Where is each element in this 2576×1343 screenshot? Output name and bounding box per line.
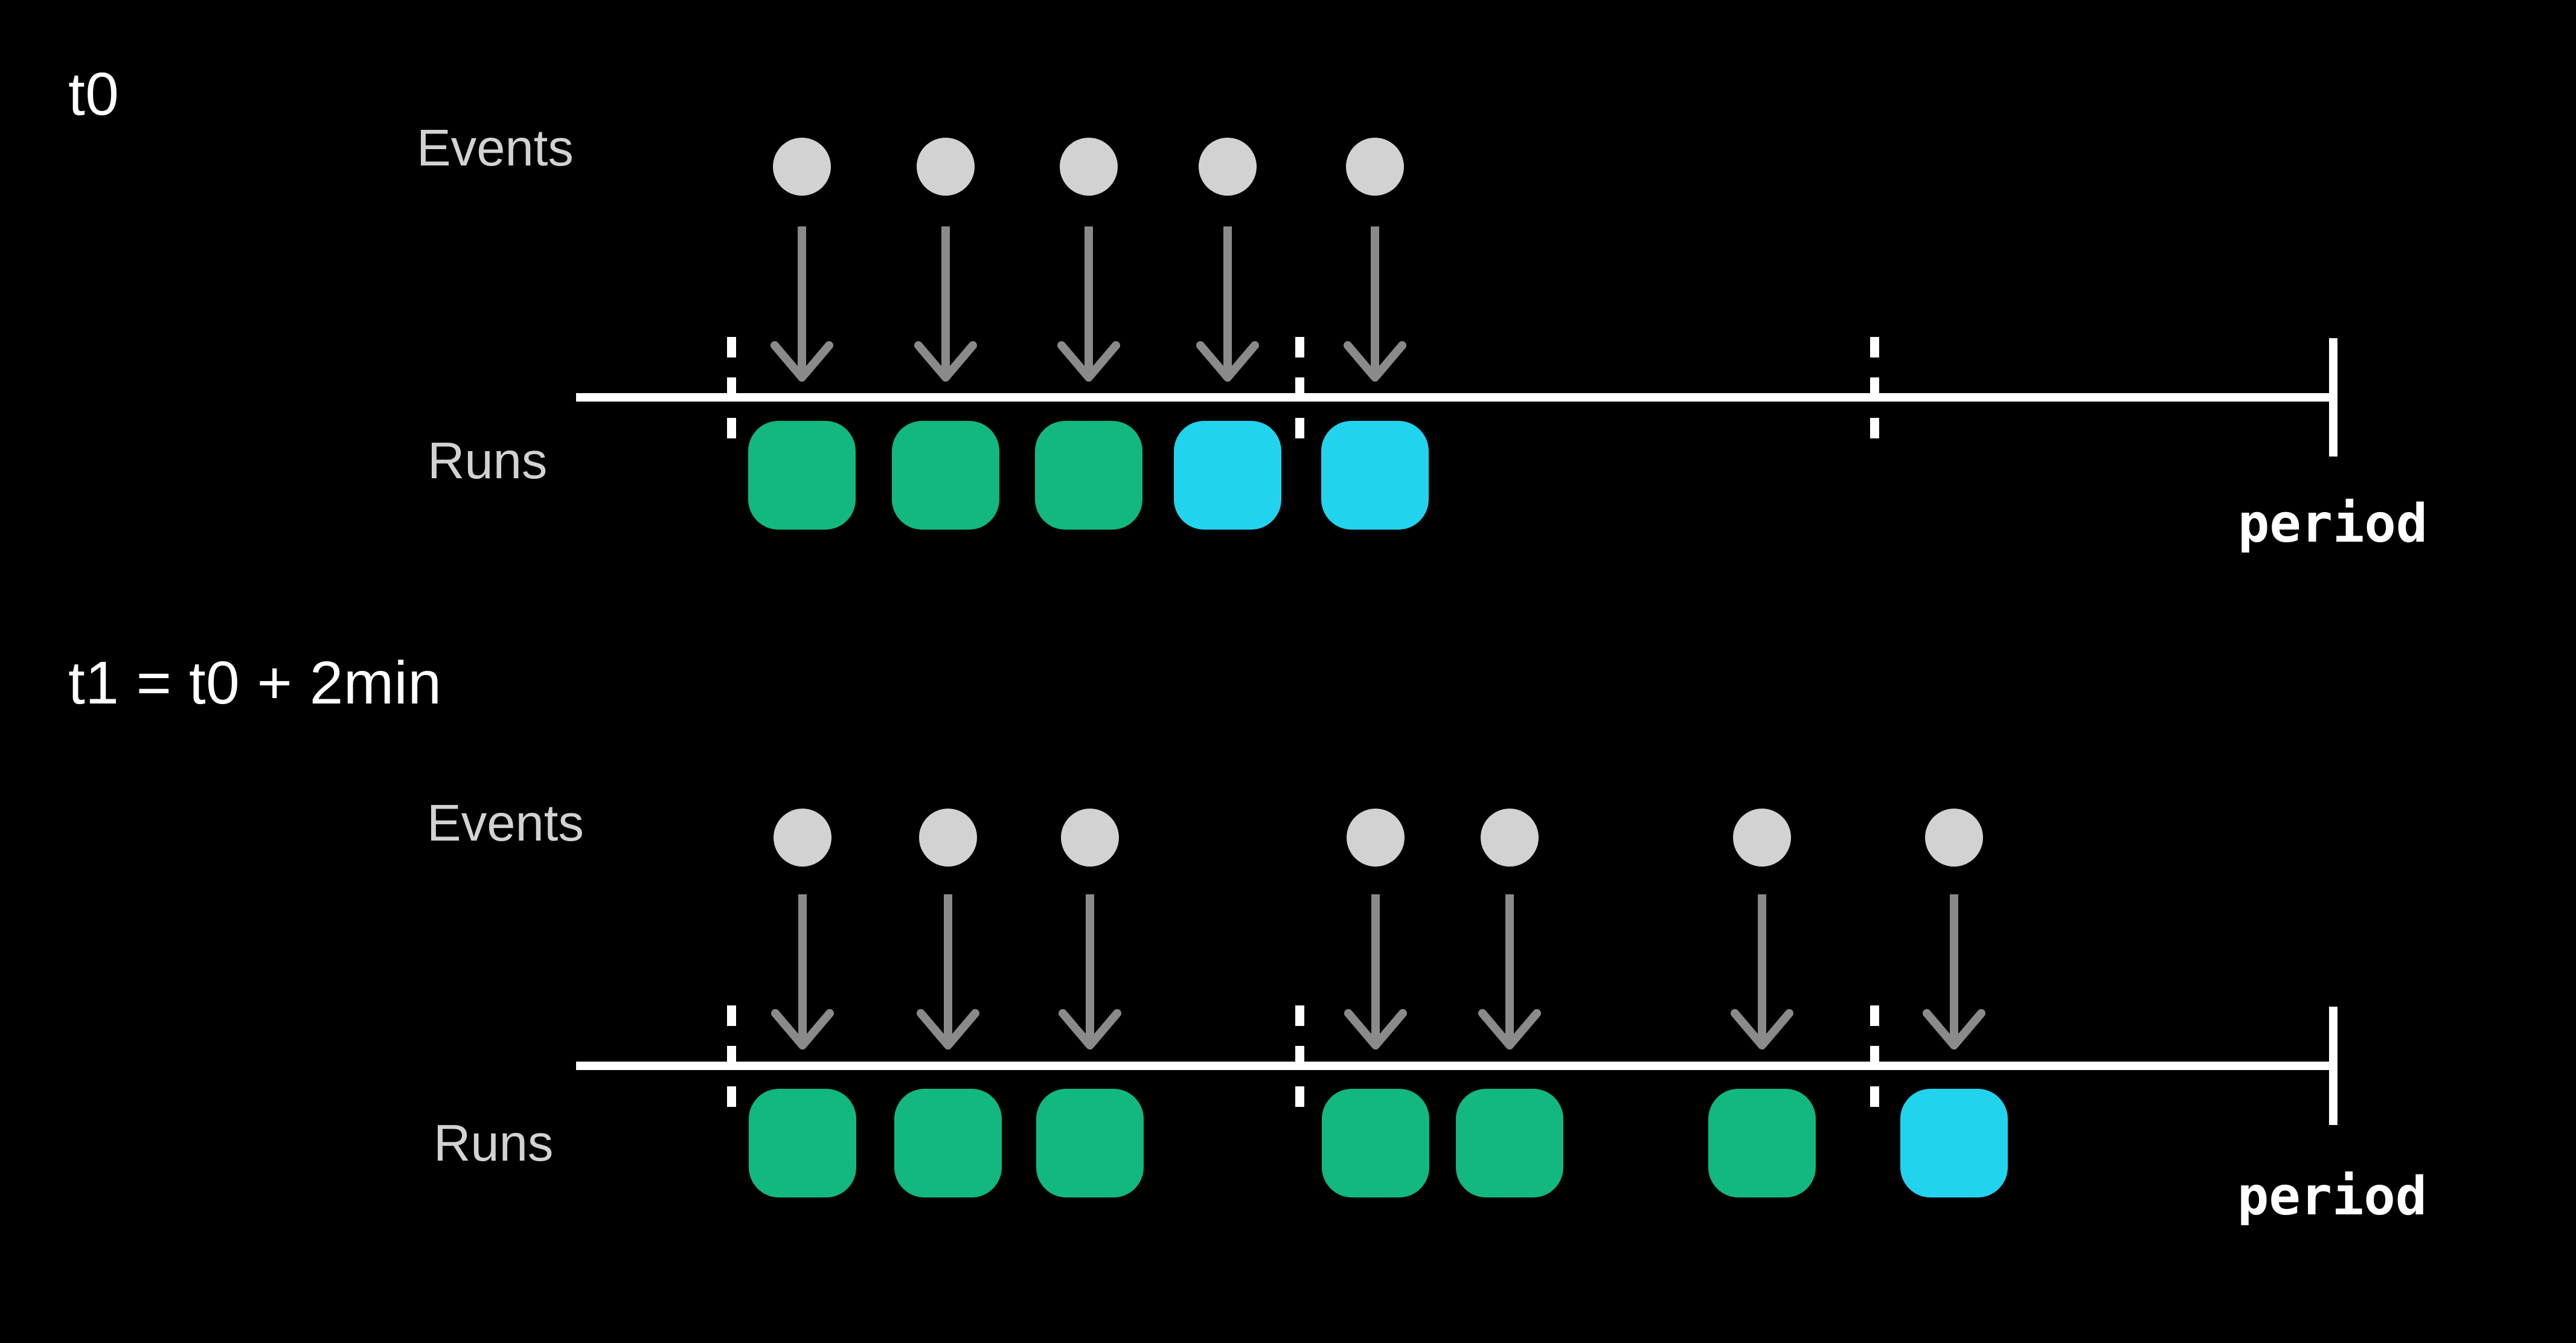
run-box-green xyxy=(1456,1089,1563,1197)
timeline-axis xyxy=(576,1062,2337,1070)
runs-row-label: Runs xyxy=(434,1115,554,1172)
arrow-down-icon xyxy=(1344,894,1408,1050)
period-label: period xyxy=(2238,493,2428,554)
period-tick-dashed xyxy=(1870,1005,1879,1126)
period-label: period xyxy=(2237,1165,2427,1227)
timeline-axis xyxy=(576,393,2337,402)
period-tick-dashed xyxy=(1870,337,1879,458)
arrow-down-icon xyxy=(914,226,978,382)
run-box-green xyxy=(1036,1089,1144,1197)
event-dot xyxy=(1925,809,1983,867)
event-dot xyxy=(919,809,977,867)
runs-row-label: Runs xyxy=(428,432,548,490)
run-box-cyan xyxy=(1321,421,1429,530)
run-box-cyan xyxy=(1900,1089,2008,1197)
event-dot xyxy=(1347,809,1405,867)
run-box-green xyxy=(892,421,999,530)
period-end-tick xyxy=(2329,338,2337,457)
period-tick-dashed xyxy=(1295,1005,1304,1126)
arrow-down-icon xyxy=(1196,226,1260,382)
arrow-down-icon xyxy=(916,894,980,1050)
run-box-green xyxy=(1708,1089,1816,1197)
run-box-green xyxy=(1322,1089,1429,1197)
period-end-tick xyxy=(2329,1007,2337,1125)
event-dot xyxy=(1481,809,1539,867)
event-dot xyxy=(1199,138,1257,196)
arrow-down-icon xyxy=(1058,894,1122,1050)
arrow-down-icon xyxy=(1478,894,1542,1050)
section-title: t1 = t0 + 2min xyxy=(68,649,442,717)
events-row-label: Events xyxy=(417,120,574,177)
arrow-down-icon xyxy=(1343,226,1407,382)
run-box-green xyxy=(748,421,856,530)
run-box-green xyxy=(894,1089,1002,1197)
arrow-down-icon xyxy=(1057,226,1121,382)
event-dot xyxy=(1733,809,1791,867)
period-tick-dashed xyxy=(727,337,736,458)
run-box-cyan xyxy=(1174,421,1281,530)
arrow-down-icon xyxy=(1922,894,1986,1050)
run-box-green xyxy=(749,1089,856,1197)
event-dot xyxy=(773,138,831,196)
period-tick-dashed xyxy=(1295,337,1304,458)
section-title: t0 xyxy=(68,60,120,128)
event-dot xyxy=(917,138,975,196)
run-box-green xyxy=(1035,421,1142,530)
arrow-down-icon xyxy=(770,226,834,382)
arrow-down-icon xyxy=(771,894,835,1050)
event-dot xyxy=(1346,138,1404,196)
event-dot xyxy=(774,809,831,867)
event-dot xyxy=(1061,809,1119,867)
period-tick-dashed xyxy=(727,1005,736,1126)
events-row-label: Events xyxy=(427,795,584,852)
event-dot xyxy=(1060,138,1118,196)
arrow-down-icon xyxy=(1730,894,1794,1050)
